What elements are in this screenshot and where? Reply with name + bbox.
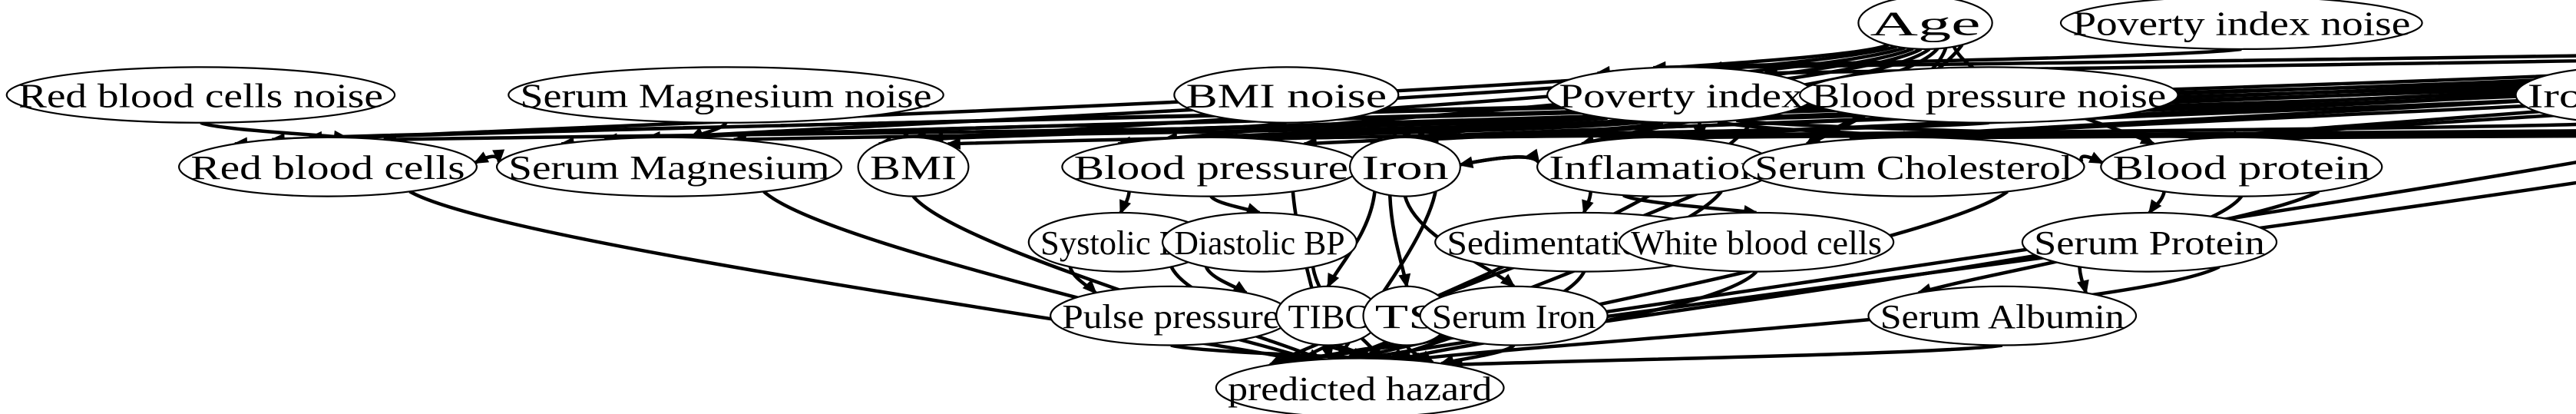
node-label-serum_magnesium: Serum Magnesium: [508, 149, 829, 187]
node-red_blood_cells_noise[interactable]: Red blood cells noise: [7, 67, 395, 122]
edge-arrowhead: [1082, 280, 1097, 295]
node-blood_pressure_noise[interactable]: Blood pressure noise: [1800, 67, 2178, 122]
edge-iron-to-ts: [1387, 195, 1409, 287]
node-label-poverty_index_noise: Poverty index noise: [2072, 5, 2410, 42]
node-shape-iron_noise[interactable]: [2516, 67, 2576, 122]
node-label-serum_protein: Serum Protein: [2034, 224, 2265, 262]
node-shape-age[interactable]: [1858, 0, 1992, 49]
node-label-tibc: TIBC: [1288, 298, 1369, 336]
node-shape-serum_magnesium[interactable]: [497, 137, 842, 197]
edge-poverty_index-to-iron: [1425, 121, 1682, 141]
node-label-serum_iron: Serum Iron: [1432, 298, 1596, 336]
node-label-red_blood_cells_noise: Red blood cells noise: [18, 77, 383, 114]
edge-blood_pressure_noise-to-blood_pressure: [1257, 121, 1989, 141]
node-label-bmi: BMI: [870, 149, 957, 187]
node-age[interactable]: Age: [1858, 0, 1992, 49]
node-iron_noise[interactable]: Iron noise: [2516, 67, 2576, 122]
edge-arrowhead: [2139, 133, 2156, 145]
edge-arrowhead: [1693, 127, 1706, 142]
node-label-serum_cholesterol: Serum Cholesterol: [1754, 149, 2072, 187]
node-serum_protein[interactable]: Serum Protein: [2022, 213, 2277, 272]
node-shape-iron[interactable]: [1350, 137, 1460, 197]
node-shape-serum_magnesium_noise[interactable]: [508, 67, 943, 122]
edge-arrowhead: [1398, 273, 1411, 289]
node-shape-red_blood_cells_noise[interactable]: [7, 67, 395, 122]
node-label-diastolic_bp: Diastolic BP: [1174, 224, 1344, 262]
node-red_blood_cells[interactable]: Red blood cells: [179, 137, 477, 197]
node-shape-serum_cholesterol[interactable]: [1743, 137, 2084, 197]
node-pulse_pressure[interactable]: Pulse pressure: [1050, 286, 1291, 346]
node-serum_cholesterol[interactable]: Serum Cholesterol: [1743, 137, 2084, 197]
node-serum_magnesium_noise[interactable]: Serum Magnesium noise: [508, 67, 943, 122]
node-label-iron: Iron: [1361, 149, 1448, 187]
node-shape-bmi[interactable]: [858, 137, 969, 197]
node-iron[interactable]: Iron: [1350, 137, 1460, 197]
node-serum_magnesium[interactable]: Serum Magnesium: [497, 137, 842, 197]
node-shape-blood_pressure_noise[interactable]: [1800, 67, 2178, 122]
node-white_blood_cells[interactable]: White blood cells: [1619, 213, 1893, 272]
node-serum_iron[interactable]: Serum Iron: [1420, 286, 1608, 346]
node-shape-diastolic_bp[interactable]: [1162, 213, 1357, 272]
edge-arrowhead: [2088, 151, 2105, 164]
node-poverty_index_noise[interactable]: Poverty index noise: [2061, 0, 2422, 49]
node-shape-poverty_index_noise[interactable]: [2061, 0, 2422, 49]
node-shape-serum_albumin[interactable]: [1868, 286, 2136, 346]
edge-bmi-to-predicted_hazard: [911, 195, 1322, 362]
node-label-iron_noise: Iron noise: [2528, 77, 2576, 114]
edge-arrowhead: [1119, 199, 1132, 215]
node-diastolic_bp[interactable]: Diastolic BP: [1162, 213, 1357, 272]
edge-serum_cholesterol-to-predicted_hazard: [1355, 190, 2009, 360]
node-label-bmi_noise: BMI noise: [1186, 77, 1387, 114]
edge-red_blood_cells_noise-to-red_blood_cells: [200, 121, 347, 140]
node-shape-blood_protein[interactable]: [2101, 137, 2382, 197]
node-blood_pressure[interactable]: Blood pressure: [1062, 137, 1360, 197]
edge-inflamation-to-iron: [1460, 155, 1540, 167]
node-label-blood_pressure: Blood pressure: [1074, 149, 1348, 187]
edge-poverty_index-to-serum_magnesium: [733, 118, 1626, 141]
node-label-white_blood_cells: White blood cells: [1631, 224, 1882, 262]
node-shape-white_blood_cells[interactable]: [1619, 213, 1893, 272]
node-label-predicted_hazard: predicted hazard: [1228, 369, 1493, 407]
edge-serum_magnesium-to-predicted_hazard: [762, 190, 1314, 362]
node-label-poverty_index: Poverty index: [1559, 77, 1804, 114]
edge-arrowhead: [1500, 273, 1516, 288]
edge-arrowhead: [2148, 199, 2162, 215]
edge-arrowhead: [473, 151, 490, 164]
node-label-inflamation: Inflamation: [1549, 149, 1763, 187]
edge-iron_noise-to-iron: [1411, 122, 2576, 140]
node-shape-bmi_noise[interactable]: [1174, 67, 1398, 122]
edge-inflamation_noise-to-inflamation: [1671, 129, 2576, 140]
edge-arrowhead: [1457, 156, 1474, 168]
edge-arrowhead: [1582, 199, 1594, 215]
node-label-blood_pressure_noise: Blood pressure noise: [1811, 77, 2166, 114]
node-serum_albumin[interactable]: Serum Albumin: [1868, 286, 2136, 346]
node-label-age: Age: [1870, 5, 1981, 42]
edge-blood_protein_noise-to-blood_protein: [2259, 134, 2576, 140]
edge-poverty_index-to-red_blood_cells: [383, 116, 1608, 141]
edge-serum_albumin-to-predicted_hazard: [1450, 343, 2003, 367]
node-label-blood_protein: Blood protein: [2113, 149, 2371, 187]
node-inflamation[interactable]: Inflamation: [1537, 137, 1774, 197]
edge-sex-to-serum_cholesterol: [1892, 101, 2576, 140]
node-shape-serum_iron[interactable]: [1420, 286, 1608, 346]
node-shape-predicted_hazard[interactable]: [1216, 359, 1504, 414]
node-label-pulse_pressure: Pulse pressure: [1062, 298, 1279, 336]
node-bmi_noise[interactable]: BMI noise: [1174, 67, 1398, 122]
node-label-serum_magnesium_noise: Serum Magnesium noise: [521, 77, 932, 114]
node-shape-serum_protein[interactable]: [2022, 213, 2277, 272]
edge-arrowhead: [1327, 273, 1340, 289]
edge-arrowhead: [2077, 279, 2089, 295]
edge-inflamation-to-white_blood_cells: [1622, 194, 1757, 215]
node-label-serum_albumin: Serum Albumin: [1880, 298, 2125, 336]
edge-race-to-poverty_index: [1708, 54, 2576, 70]
edge-poverty_index-to-bmi: [947, 120, 1645, 146]
node-bmi[interactable]: BMI: [858, 137, 969, 197]
node-blood_protein[interactable]: Blood protein: [2101, 137, 2382, 197]
node-poverty_index[interactable]: Poverty index: [1547, 67, 1815, 122]
node-label-red_blood_cells: Red blood cells: [190, 149, 465, 187]
node-predicted_hazard[interactable]: predicted hazard: [1216, 359, 1504, 414]
node-shape-red_blood_cells[interactable]: [179, 137, 477, 197]
